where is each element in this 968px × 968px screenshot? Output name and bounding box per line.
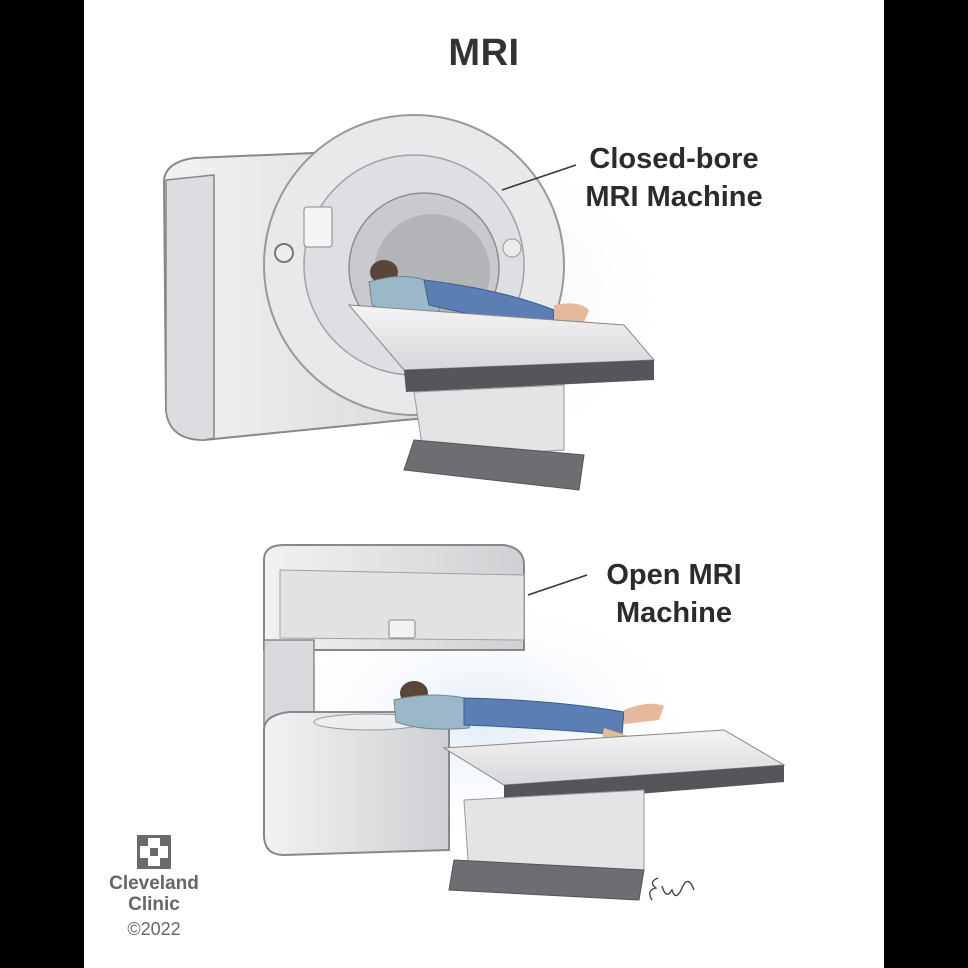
- cross-icon: [137, 835, 171, 869]
- logo-name-line1: Cleveland: [109, 873, 199, 894]
- closed-side-button: [502, 238, 522, 258]
- closed-bore-label-line2: MRI Machine: [585, 181, 763, 213]
- closed-round-button: [274, 243, 294, 263]
- closed-table-edge: [404, 360, 654, 392]
- open-machine: [263, 544, 786, 901]
- open-mri-label: Open MRI Machine: [579, 556, 769, 632]
- closed-control-panel: [303, 206, 333, 248]
- open-mri-label-line2: Machine: [615, 597, 733, 629]
- copyright-text: ©2022: [127, 919, 181, 939]
- open-table-foot: [448, 859, 645, 901]
- logo-name-line2: Clinic: [128, 894, 180, 915]
- page-title: MRI: [448, 32, 520, 74]
- open-mri-label-line1: Open MRI: [606, 559, 742, 591]
- closed-table-foot: [403, 439, 585, 491]
- cleveland-clinic-logo: Cleveland Clinic ©2022: [99, 835, 209, 941]
- mri-illustration: [162, 114, 786, 901]
- open-upper-front: [279, 569, 525, 641]
- closed-housing-side: [165, 174, 215, 441]
- closed-bore-label: Closed-bore MRI Machine: [554, 140, 794, 216]
- open-lower-magnet: [263, 711, 450, 857]
- closed-label-leader: [501, 164, 577, 191]
- open-label-leader: [527, 574, 588, 596]
- closed-bore-machine: [162, 114, 684, 491]
- artist-signature: [649, 877, 695, 901]
- open-control-panel: [388, 619, 416, 639]
- closed-bore-label-line1: Closed-bore: [589, 143, 759, 175]
- illustration-canvas: MRI: [84, 0, 884, 968]
- closed-table-base: [413, 384, 565, 459]
